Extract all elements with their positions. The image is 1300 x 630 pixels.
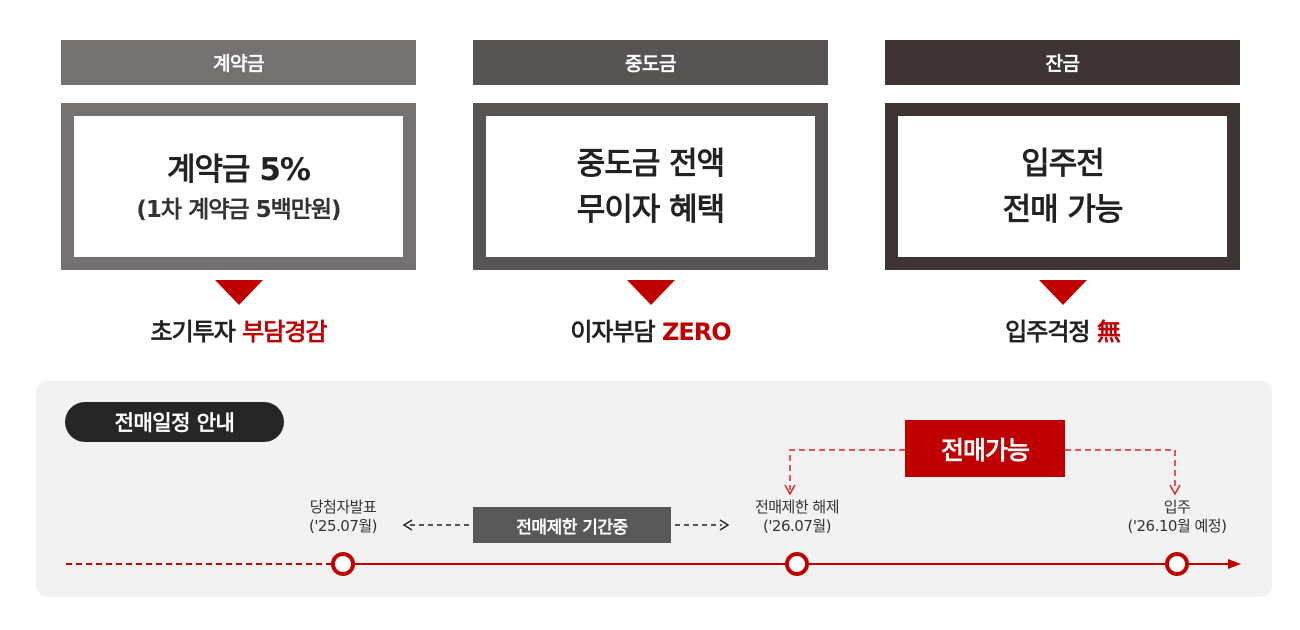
result-plain-text: 초기투자 <box>150 318 243 346</box>
timeline-arrow-icon <box>1228 559 1241 569</box>
down-arrow-icon <box>1169 484 1181 496</box>
balance-main-line1: 입주전 <box>1021 145 1105 182</box>
milestone-date: ('26.10월 예정) <box>1127 517 1227 535</box>
column-header-deposit: 계약금 <box>61 40 416 85</box>
payment-column-deposit: 계약금 계약금 5% (1차 계약금 5백만원) 초기투자 부담경감 <box>61 40 416 346</box>
result-accent-text: ZERO <box>662 318 732 346</box>
down-triangle-icon <box>214 280 263 305</box>
milestone-node-circle-icon <box>785 552 809 576</box>
interim-main-line2: 무이자 혜택 <box>576 191 725 228</box>
result-accent-text: 부담경감 <box>242 318 327 346</box>
milestone-restriction-lifted: 전매제한 해제 ('26.07월) <box>754 498 840 536</box>
deposit-result: 초기투자 부담경감 <box>61 312 416 347</box>
balance-main-line2: 전매 가능 <box>1002 191 1124 228</box>
deposit-sub-text: (1차 계약금 5백만원) <box>136 196 341 223</box>
milestone-winner-announcement: 당첨자발표 ('25.07월) <box>308 498 378 536</box>
milestone-move-in: 입주 ('26.10월 예정) <box>1128 498 1227 536</box>
balance-result: 입주걱정 無 <box>885 312 1240 347</box>
right-arrow-icon <box>719 519 730 531</box>
milestone-name: 당첨자발표 <box>309 498 377 516</box>
deposit-main-text: 계약금 5% <box>167 151 311 188</box>
milestone-date: ('25.07월) <box>308 517 378 535</box>
deposit-info-box: 계약금 5% (1차 계약금 5백만원) <box>61 103 416 270</box>
down-arrow-icon <box>784 484 796 496</box>
result-plain-text: 입주걱정 <box>1005 318 1097 346</box>
result-accent-text: 無 <box>1096 318 1121 346</box>
left-arrow-icon <box>402 519 413 531</box>
column-header-interim: 중도금 <box>473 40 828 85</box>
column-header-balance: 잔금 <box>885 40 1240 85</box>
milestone-node-circle-icon <box>1165 552 1189 576</box>
balance-info-box: 입주전 전매 가능 <box>885 103 1240 270</box>
resale-restriction-period: 전매제한 기간중 <box>473 507 671 543</box>
interim-info-box: 중도금 전액 무이자 혜택 <box>473 103 828 270</box>
schedule-title-pill: 전매일정 안내 <box>65 402 284 442</box>
milestone-node-circle-icon <box>331 552 355 576</box>
interim-result: 이자부담 ZERO <box>473 312 828 347</box>
milestone-date: ('26.07월) <box>762 517 832 535</box>
down-triangle-icon <box>1038 280 1087 305</box>
payment-column-interim: 중도금 중도금 전액 무이자 혜택 이자부담 ZERO <box>473 40 828 346</box>
result-plain-text: 이자부담 <box>570 318 662 346</box>
milestone-name: 전매제한 해제 <box>754 498 840 516</box>
resale-available-badge: 전매가능 <box>905 420 1065 477</box>
down-triangle-icon <box>626 280 675 305</box>
milestone-name: 입주 <box>1163 498 1191 516</box>
payment-column-balance: 잔금 입주전 전매 가능 입주걱정 無 <box>885 40 1240 346</box>
interim-main-line1: 중도금 전액 <box>576 145 725 182</box>
